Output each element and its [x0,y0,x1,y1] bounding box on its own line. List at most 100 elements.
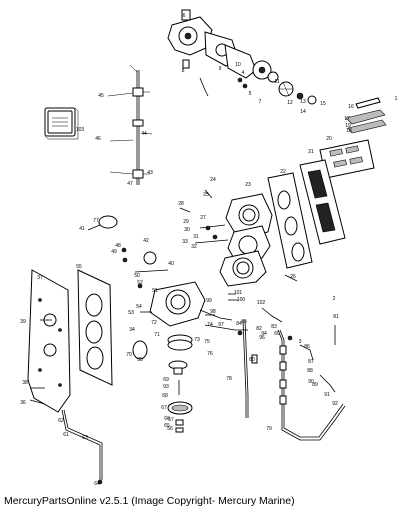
callout-47: 47 [127,181,133,187]
callout-64: 64 [94,481,100,487]
callout-22: 22 [280,169,286,175]
callout-14: 14 [300,109,306,115]
callout-24: 24 [210,177,216,183]
callout-74: 74 [207,322,213,328]
callout-32: 32 [191,244,197,250]
callout-99: 99 [206,298,212,304]
callout-62: 62 [58,418,64,424]
callout-68: 68 [162,393,168,399]
callout-77: 77 [93,218,99,224]
callout-37: 37 [37,275,43,281]
callout-94: 94 [261,331,267,337]
callout-29: 29 [183,219,189,225]
callout-16: 16 [348,104,354,110]
callout-75: 75 [204,339,210,345]
callout-38: 38 [22,380,28,386]
callout-78: 78 [226,376,232,382]
screws [140,189,298,316]
callout-88: 88 [307,368,313,374]
callout-90: 90 [308,379,314,385]
callout-45: 45 [98,93,104,99]
callout-50: 50 [134,273,140,279]
callout-71: 71 [154,332,160,338]
rod-assembly [107,64,153,185]
callout-85: 85 [241,319,247,325]
callout-76: 76 [207,351,213,357]
callout-35: 35 [137,357,143,363]
callout-49: 49 [111,249,117,255]
callout-12: 12 [287,100,293,106]
callout-2: 2 [333,296,336,302]
callout-10: 10 [235,62,241,68]
box-part-103 [44,107,79,140]
callout-18: 18 [346,128,352,134]
callout-15: 15 [320,101,326,107]
cover-plate [27,269,113,413]
callout-51: 51 [152,288,158,294]
callout-5: 5 [249,91,252,97]
callout-17: 17 [344,116,350,122]
callout-65: 65 [164,423,170,429]
callout-33: 33 [182,239,188,245]
callout-13: 13 [300,99,306,105]
callout-11: 11 [274,79,279,85]
callout-63: 63 [82,435,88,441]
callout-3: 3 [299,339,302,345]
callout-43: 43 [147,170,153,176]
callout-102: 102 [257,300,266,306]
callout-30: 30 [184,227,190,233]
fuel-lines [242,307,346,441]
callout-36: 36 [20,400,26,406]
callout-34: 34 [129,327,135,333]
callout-70: 70 [126,352,132,358]
callout-57: 57 [168,417,174,423]
callout-96: 96 [259,335,265,341]
callout-82: 82 [256,326,262,332]
callout-48: 48 [115,243,121,249]
carburetors [194,193,273,287]
parts-diagram: 1234567891011121314151617181920212223242… [20,9,398,487]
callout-8: 8 [182,68,185,74]
callout-81: 81 [333,314,339,320]
callout-23: 23 [245,182,251,188]
callout-87: 87 [308,359,314,365]
callout-20: 20 [326,136,332,142]
callout-40: 40 [168,261,174,267]
callout-7: 7 [259,99,262,105]
callout-52: 52 [137,280,143,286]
callout-9: 9 [219,66,222,72]
callout-101: 101 [234,290,243,296]
callout-42: 42 [143,238,149,244]
callout-84: 84 [236,321,242,327]
callout-86: 86 [304,344,310,350]
callout-44: 44 [141,131,147,137]
callout-67: 67 [161,405,167,411]
callout-6: 6 [183,13,186,19]
callout-41: 41 [79,226,85,232]
callout-4: 4 [242,70,245,76]
callout-66: 66 [164,416,170,422]
callout-103: 103 [76,127,85,133]
callout-54: 54 [136,304,142,310]
callout-80: 80 [249,357,255,363]
callout-83: 83 [271,324,277,330]
callout-39: 39 [20,319,26,325]
callout-31: 31 [193,234,199,240]
callout-19: 19 [345,123,351,129]
lower-carburetor [149,281,248,433]
small-parts [29,215,193,485]
callout-53: 53 [128,310,134,316]
callout-60: 60 [274,331,280,337]
callout-89: 89 [312,382,318,388]
intake-manifold [267,159,346,269]
callout-1: 1 [395,96,398,102]
callout-26: 26 [290,274,296,280]
callout-79: 79 [266,426,272,432]
callout-55: 55 [76,264,82,270]
reed-plates [319,97,387,179]
callout-97: 97 [218,322,224,328]
callout-27: 27 [200,215,206,221]
callout-61: 61 [63,432,69,438]
callout-21: 21 [308,149,314,155]
